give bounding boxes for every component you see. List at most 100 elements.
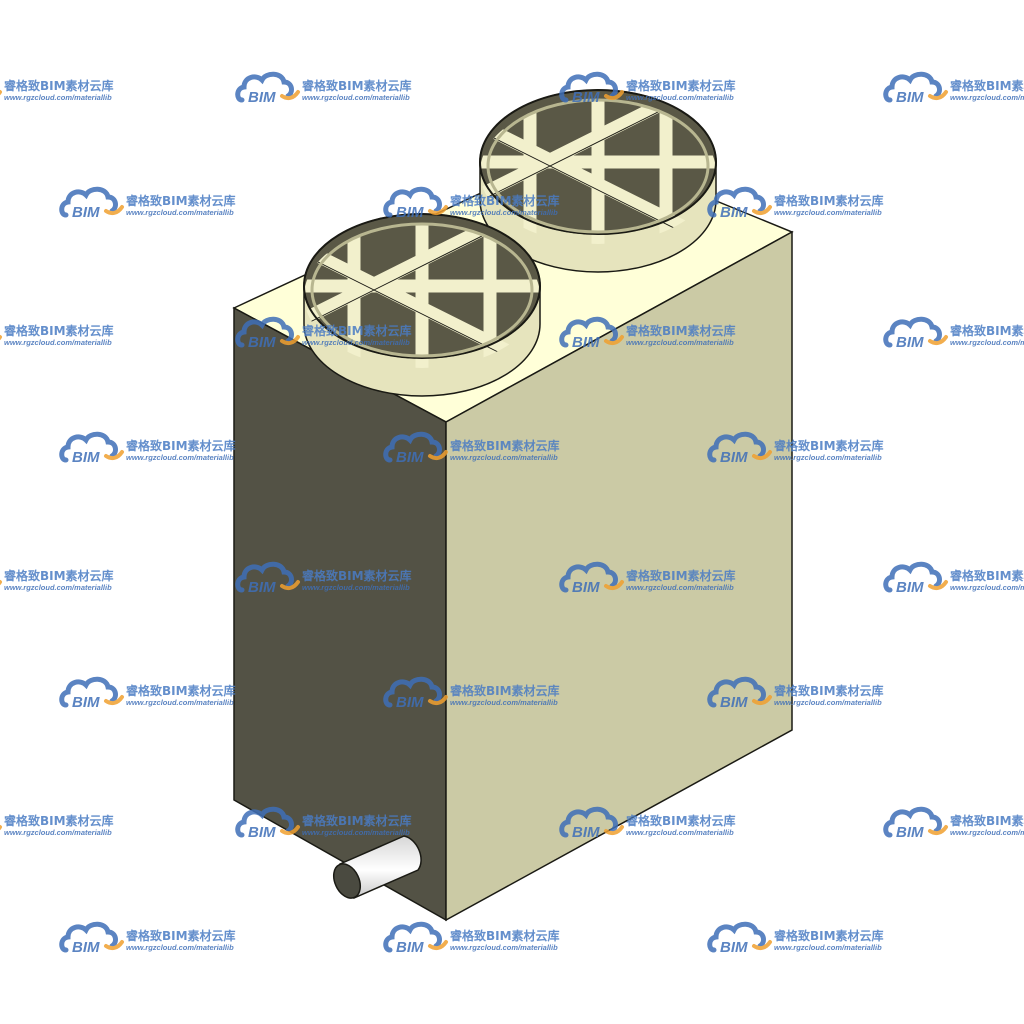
watermark-url: www.rgzcloud.com/materiallib xyxy=(774,208,882,217)
watermark-logo-text: BIM xyxy=(396,204,424,221)
watermark-brand: 睿格致BIM素材云库 xyxy=(302,323,412,338)
watermark: BIM睿格致BIM素材云库www.rgzcloud.com/materialli… xyxy=(59,186,236,221)
watermark-logo-text: BIM xyxy=(572,579,600,596)
swoosh-icon xyxy=(280,580,300,591)
fan-rim-inner xyxy=(486,98,710,234)
pipe-end-cap xyxy=(332,863,362,899)
watermark-logo-text: BIM xyxy=(896,89,924,106)
cloud-logo-icon xyxy=(59,676,118,708)
swoosh-icon xyxy=(604,580,624,591)
watermark-brand: 睿格致BIM素材云库 xyxy=(4,568,114,583)
swoosh-icon xyxy=(428,450,448,461)
watermark: BIM 睿格致BIM素材云库www.rgzcloud.com/materialli… xyxy=(707,676,884,711)
cloud-logo-icon xyxy=(559,316,618,348)
watermark-brand: 睿格致BIM素材云库 xyxy=(774,683,884,698)
watermark: BIM 睿格致BIM素材云库www.rgzcloud.com/materialli… xyxy=(559,561,736,596)
watermark-logo-text: BIM xyxy=(720,449,748,466)
watermark-brand: 睿格致BIM素材云库 xyxy=(450,193,560,208)
watermark-url: www.rgzcloud.com/materiallib xyxy=(4,93,112,102)
watermark-url: www.rgzcloud.com/materiallib xyxy=(126,453,234,462)
swoosh-icon xyxy=(428,940,448,951)
right-face xyxy=(445,230,793,922)
watermark-logo-text: BIM xyxy=(72,204,100,221)
watermark-url: www.rgzcloud.com/materiallib xyxy=(626,828,734,837)
swoosh-icon xyxy=(280,90,300,101)
swoosh-icon xyxy=(928,90,948,101)
watermark: BIM睿格致BIM素材云库www.rgzcloud.com/materialli… xyxy=(0,813,114,837)
watermark-brand: 睿格致BIM素材云库 xyxy=(774,193,884,208)
watermark: BIM睿格致BIM素材云库www.rgzcloud.com/materialli… xyxy=(0,78,114,102)
watermark-logo-text: BIM xyxy=(396,939,424,956)
watermark-logo-text: BIM xyxy=(720,694,748,711)
watermark-brand: 睿格致BIM素材云库 xyxy=(126,438,236,453)
watermark-brand: 睿格致BIM素材云库 xyxy=(4,78,114,93)
swoosh-icon xyxy=(604,825,624,836)
watermark: BIM睿格致BIM素材云库www.rgzcloud.com/materialli… xyxy=(383,921,560,956)
watermark-brand: 睿格致BIM素材云库 xyxy=(626,568,736,583)
watermark-url: www.rgzcloud.com/materiallib xyxy=(450,698,558,707)
watermark-brand: 睿格致BIM素材云库 xyxy=(626,78,736,93)
cloud-logo-icon xyxy=(883,806,942,838)
watermark-brand: 睿格致BIM素材云库 xyxy=(4,813,114,828)
cloud-logo-icon xyxy=(383,921,442,953)
swoosh-icon xyxy=(280,825,300,836)
watermark-brand: 睿格致BIM素材云库 xyxy=(626,323,736,338)
swoosh-icon xyxy=(104,695,124,706)
watermark-brand: 睿格致BIM素材云库 xyxy=(302,568,412,583)
watermark-brand: 睿格致BIM素材云库 xyxy=(302,813,412,828)
swoosh-icon xyxy=(752,695,772,706)
watermark: BIM睿格致BIM素材云库www.rgzcloud.com/materialli… xyxy=(883,561,1024,596)
watermark-logo-text: BIM xyxy=(896,824,924,841)
fan-rim-top xyxy=(303,213,541,359)
swoosh-icon xyxy=(104,940,124,951)
watermark: BIM睿格致BIM素材云库www.rgzcloud.com/materialli… xyxy=(559,316,736,351)
watermark: BIM睿格致BIM素材云库www.rgzcloud.com/materialli… xyxy=(383,431,560,466)
watermark: BIM 睿格致BIM素材云库www.rgzcloud.com/materialli… xyxy=(59,431,236,466)
watermark-brand: 睿格致BIM素材云库 xyxy=(950,323,1024,338)
watermark-url: www.rgzcloud.com/materiallib xyxy=(774,698,882,707)
outlet-pipe xyxy=(332,835,422,899)
watermark-url: www.rgzcloud.com/materiallib xyxy=(626,583,734,592)
cloud-logo-icon xyxy=(707,431,766,463)
watermark-url: www.rgzcloud.com/materiallib xyxy=(450,943,558,952)
cloud-logo-icon xyxy=(59,186,118,218)
swoosh-icon xyxy=(104,205,124,216)
cloud-logo-icon xyxy=(559,806,618,838)
fan-back xyxy=(479,89,717,273)
cloud-logo-icon xyxy=(707,186,766,218)
watermark: BIM睿格致BIM素材云库www.rgzcloud.com/materialli… xyxy=(59,676,236,711)
watermark: BIM睿格致BIM素材云库www.rgzcloud.com/materialli… xyxy=(0,568,114,592)
swoosh-icon xyxy=(928,580,948,591)
watermark: BIM睿格致BIM素材云库www.rgzcloud.com/materialli… xyxy=(59,921,236,956)
watermark-url: www.rgzcloud.com/materiallib xyxy=(4,828,112,837)
cloud-logo-icon xyxy=(235,71,294,103)
watermark-url: www.rgzcloud.com/materiallib xyxy=(950,828,1024,837)
watermark-logo-text: BIM xyxy=(572,824,600,841)
cloud-logo-icon xyxy=(235,806,294,838)
watermark-url: www.rgzcloud.com/materiallib xyxy=(4,338,112,347)
watermark-url: www.rgzcloud.com/materiallib xyxy=(302,93,410,102)
watermark-brand: 睿格致BIM素材云库 xyxy=(774,928,884,943)
watermark-url: www.rgzcloud.com/materiallib xyxy=(302,338,410,347)
watermark: BIM睿格致BIM素材云库www.rgzcloud.com/materialli… xyxy=(707,921,884,956)
watermark-url: www.rgzcloud.com/materiallib xyxy=(950,583,1024,592)
watermark-url: www.rgzcloud.com/materiallib xyxy=(126,698,234,707)
swoosh-icon xyxy=(752,940,772,951)
watermark-logo-text: BIM xyxy=(720,939,748,956)
watermark-url: www.rgzcloud.com/materiallib xyxy=(126,943,234,952)
watermark-logo-text: BIM xyxy=(72,449,100,466)
swoosh-icon xyxy=(428,695,448,706)
watermark-url: www.rgzcloud.com/materiallib xyxy=(302,583,410,592)
watermark-brand: 睿格致BIM素材云库 xyxy=(950,568,1024,583)
swoosh-icon xyxy=(104,450,124,461)
watermark-logo-text: BIM xyxy=(248,334,276,351)
watermark-logo-text: BIM xyxy=(72,939,100,956)
watermark-brand: 睿格致BIM素材云库 xyxy=(774,438,884,453)
watermark-url: www.rgzcloud.com/materiallib xyxy=(450,453,558,462)
watermark: BIM 睿格致BIM素材云库www.rgzcloud.com/materialli… xyxy=(235,316,412,351)
watermark: BIM睿格致BIM素材云库www.rgzcloud.com/materialli… xyxy=(883,71,1024,106)
watermark-logo-text: BIM xyxy=(572,334,600,351)
cloud-logo-icon xyxy=(883,561,942,593)
cloud-logo-icon xyxy=(559,71,618,103)
watermark-url: www.rgzcloud.com/materiallib xyxy=(4,583,112,592)
